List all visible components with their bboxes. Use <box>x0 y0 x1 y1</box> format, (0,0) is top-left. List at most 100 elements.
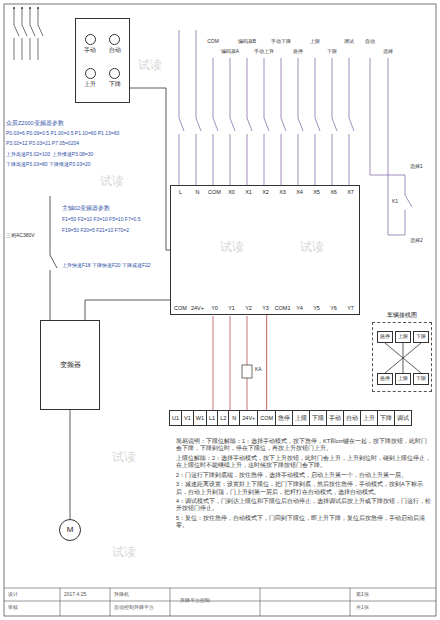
control-panel: 手动自动上升下降 <box>75 18 130 103</box>
terminal-label: X3 <box>274 189 291 195</box>
signal-label: K1 <box>392 198 398 204</box>
watermark: 试读 <box>100 174 124 188</box>
terminal-box: 下限 <box>413 373 429 385</box>
box-label: 下限 <box>312 415 324 421</box>
terminal-label: L <box>172 189 189 195</box>
terminal-box: 上限 <box>395 373 411 385</box>
contact-wire <box>315 58 320 185</box>
contact-wire <box>264 58 269 185</box>
signal-label: 手动下降 <box>271 38 291 44</box>
terminal-label: X1 <box>240 189 257 195</box>
wire-connector <box>266 315 267 410</box>
terminal-cell: 下降 <box>377 410 395 426</box>
signal-label: 调试 <box>344 38 354 44</box>
title-block-text: 自动控制升降平台 <box>114 604 154 610</box>
contact-wire <box>179 30 184 185</box>
box-label: 下降 <box>380 415 392 421</box>
terminal-cell: 上限 <box>292 410 310 426</box>
box-label: 下限 <box>416 376 426 382</box>
input-wires <box>13 7 354 185</box>
terminal-cell: 急停 <box>275 410 293 426</box>
title-block-text: 2017.4.25 <box>64 591 86 597</box>
terminal-cell: 下限 <box>309 410 327 426</box>
terminal-cell: 调试 <box>394 410 412 426</box>
parameter-note: 主轴02变频器参数 <box>62 205 110 212</box>
signal-label: KA <box>255 366 262 372</box>
signal-label: 急停 <box>293 48 303 54</box>
box-label: 急停 <box>380 334 390 340</box>
parameter-note: 上升高速P3.02=100 上升慢速P3.08=30 <box>6 151 93 157</box>
note-paragraph: 简易说明：下限位解除：1：选择手动模式，按下急停，KT和cm键在一起，按下降按钮… <box>176 438 432 453</box>
title-block-text: 升降机 <box>114 591 129 597</box>
parameter-note: 众辰Z2000变频器参数 <box>6 120 64 127</box>
watermark: 试读 <box>112 545 136 559</box>
button-symbol <box>109 34 120 45</box>
watermark: 试读 <box>220 240 244 254</box>
motor-circle: M <box>59 519 81 541</box>
note-paragraph: 3：减速距离设置：设置好上下限位，把门下降到底，然后按住急停，手动模式，按到A下… <box>176 481 432 496</box>
terminal-strip: U1V1W1L1L2N24V+COM急停上限下限手动自动上升下降调试 <box>170 410 412 426</box>
box-label: N <box>232 415 236 421</box>
button-label: 下降 <box>103 81 128 87</box>
parameter-note: F1=50 F2=10 F3=10 F5=10 F7=0.5 <box>62 216 141 222</box>
terminal-label: Y2 <box>240 305 257 311</box>
breaker-dot <box>13 7 15 9</box>
terminal-label: 24V+ <box>189 305 206 311</box>
signal-label: 选择2 <box>410 237 423 243</box>
signal-label: 手动上升 <box>254 48 274 54</box>
frame-border <box>4 4 436 616</box>
parameter-note: F19=50 F20=5 F21=10 F70=2 <box>62 227 129 233</box>
button-label: 手动 <box>78 47 103 53</box>
group-heading: 车辆接线图 <box>387 312 417 319</box>
terminal-label: COM <box>206 189 223 195</box>
button-label: 自动 <box>103 47 128 53</box>
signal-label: 编码器A <box>221 48 239 54</box>
wiring-group: 车辆接线图急停上限下限急停上限下限 <box>372 322 432 392</box>
output-wires <box>213 316 252 410</box>
button-cell: 手动 <box>78 34 103 53</box>
box-label: 上升 <box>363 415 375 421</box>
contact-wire <box>332 58 337 185</box>
terminal-label: X4 <box>291 189 308 195</box>
contact-wire <box>247 58 252 185</box>
title-block-grid <box>4 588 436 616</box>
button-cell: 自动 <box>103 34 128 53</box>
box-label: U1 <box>172 415 179 421</box>
wire-connector <box>385 343 421 373</box>
watermark: 试读 <box>112 450 136 464</box>
title-block-text: 升降平台控制 <box>180 597 210 603</box>
box-label: 上限 <box>295 415 307 421</box>
button-cell: 上升 <box>78 68 103 87</box>
contact-wire <box>281 58 286 185</box>
box-label: W1 <box>196 415 204 421</box>
title-block-text: 第1张 <box>356 591 369 597</box>
contact-wire <box>196 30 201 185</box>
box-label: 上限 <box>398 334 408 340</box>
terminal-label: Y6 <box>325 305 342 311</box>
terminal-cell: 自动 <box>343 410 361 426</box>
terminal-cell: 手动 <box>326 410 344 426</box>
box-label: 手动 <box>329 415 341 421</box>
signal-label: 上限 <box>310 38 320 44</box>
selector-switch-wires <box>370 58 412 235</box>
note-paragraph: 4：调试模式下，门到达上限位和下限位后自动停止，选择调试后按上升或下降按钮，门运… <box>176 498 432 513</box>
breaker-dot <box>21 7 23 9</box>
box-label: 变频器 <box>60 361 81 369</box>
terminal-label: X0 <box>223 189 240 195</box>
signal-label: 选择 <box>383 48 393 54</box>
terminal-box: 上限 <box>395 331 411 343</box>
terminal-label: Y3 <box>257 305 274 311</box>
parameter-note: P0.03=6 P0.09=0.5 P1.00=0.5 P1.10=60 P1.… <box>6 130 119 136</box>
signal-label: COM <box>207 38 219 44</box>
parameter-note: P3.02=12 P3.03=21 P7.05=0204 <box>6 140 79 146</box>
breaker-dot <box>29 7 31 9</box>
parameter-note: 下降高速P3.03=80 下降慢速P3.03=20 <box>6 161 91 167</box>
button-symbol <box>85 68 96 79</box>
wire-connector <box>385 343 421 373</box>
title-block-text: 设计 <box>8 591 18 597</box>
breaker-pole <box>30 8 35 60</box>
signal-label: 选择1 <box>410 163 423 169</box>
terminal-box: 变频器 <box>40 320 100 410</box>
terminal-label: COM <box>172 305 189 311</box>
terminal-label: X6 <box>325 189 342 195</box>
